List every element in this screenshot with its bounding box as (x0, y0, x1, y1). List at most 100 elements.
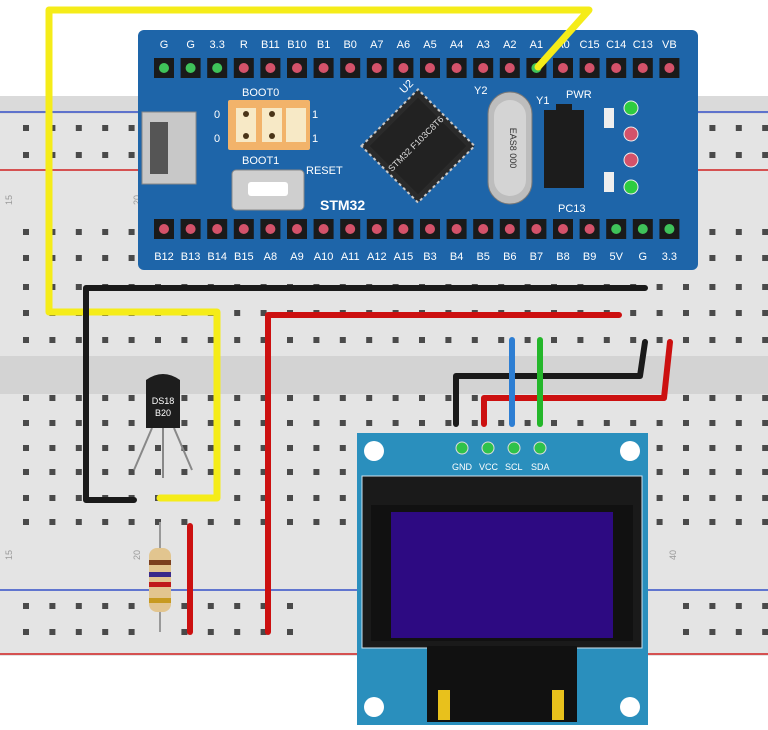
breadboard-hole (366, 420, 373, 426)
breadboard-hole (49, 469, 56, 475)
breadboard-hole (339, 395, 346, 401)
breadboard-hole (762, 229, 768, 235)
breadboard-hole (128, 629, 135, 635)
breadboard-hole (260, 420, 267, 426)
breadboard-hole (287, 469, 293, 475)
breadboard-hole (735, 152, 742, 158)
breadboard-hole (709, 125, 716, 131)
pc13-label: PC13 (558, 203, 586, 215)
breadboard-hole (709, 255, 716, 261)
breadboard-hole (709, 152, 716, 158)
pin-label: B0 (343, 39, 356, 51)
jumper-cap (262, 108, 282, 142)
breadboard-hole (102, 603, 109, 609)
breadboard-hole (128, 603, 135, 609)
breadboard-hole (735, 310, 742, 316)
header-pin (371, 63, 382, 73)
jumper-1-label: 1 (312, 133, 318, 145)
voltage-regulator (544, 110, 584, 188)
pin-label: A1 (530, 39, 543, 51)
breadboard-hole (75, 255, 82, 261)
pin-label: C14 (606, 39, 626, 51)
breadboard-hole (683, 420, 689, 426)
breadboard-hole (207, 420, 214, 426)
row-number: 15 (4, 195, 14, 205)
board-name: STM32 (320, 197, 365, 213)
wire-yellow-data (45, 6, 593, 502)
led-red (623, 126, 639, 142)
breadboard-hole (735, 395, 742, 401)
pin-label: 5V (609, 251, 623, 263)
pin-label: A3 (476, 39, 489, 51)
header-pin (185, 63, 196, 73)
breadboard-hole (524, 420, 531, 426)
breadboard-hole (683, 469, 689, 475)
breadboard-hole (709, 495, 716, 501)
breadboard-hole (762, 284, 768, 290)
breadboard-hole (683, 603, 689, 609)
breadboard-hole (234, 445, 241, 451)
breadboard-hole (656, 469, 663, 475)
breadboard-hole (75, 603, 82, 609)
breadboard-hole (207, 629, 214, 635)
header-pin (265, 224, 276, 234)
breadboard-hole (234, 395, 241, 401)
breadboard-hole (603, 337, 610, 343)
pin-label: B13 (181, 251, 201, 263)
pin-label: A7 (370, 39, 383, 51)
header-pin (318, 63, 329, 73)
breadboard-hole (260, 310, 267, 316)
breadboard-hole (234, 469, 241, 475)
breadboard-hole (207, 445, 214, 451)
breadboard-hole (23, 125, 29, 131)
oled-pin-sda: SDA (531, 462, 550, 472)
header-pin (159, 63, 169, 73)
breadboard-hole (762, 629, 768, 635)
pin-label: G (639, 251, 648, 263)
breadboard-hole (181, 469, 188, 475)
header-pin (664, 224, 675, 234)
breadboard-hole (762, 519, 768, 525)
mcu-chip: STM32 F103C8T6 (360, 88, 476, 204)
breadboard-hole (709, 420, 716, 426)
header-pin (558, 63, 568, 73)
breadboard-hole (102, 337, 109, 343)
breadboard-hole (75, 495, 82, 501)
breadboard-hole (128, 395, 135, 401)
breadboard-hole (287, 519, 293, 525)
breadboard-hole (75, 152, 82, 158)
breadboard-hole (49, 445, 56, 451)
breadboard-hole (683, 519, 689, 525)
breadboard-hole (709, 229, 716, 235)
usb-port (150, 122, 168, 174)
breadboard-hole (762, 445, 768, 451)
header-pin (425, 63, 435, 73)
breadboard-hole (287, 495, 293, 501)
breadboard-hole (207, 395, 214, 401)
breadboard-hole (656, 495, 663, 501)
breadboard-hole (445, 337, 452, 343)
breadboard-hole (181, 629, 188, 635)
breadboard-hole (181, 603, 188, 609)
breadboard-hole (709, 284, 716, 290)
breadboard-hole (471, 420, 478, 426)
oled-display-module: GND VCC SCL SDA (357, 433, 648, 725)
breadboard-hole (735, 125, 742, 131)
breadboard-hole (128, 125, 135, 131)
crystal-text: EAS8 000 (508, 128, 518, 169)
breadboard-hole (735, 255, 742, 261)
breadboard-hole (762, 420, 768, 426)
row-number: 20 (132, 550, 142, 560)
breadboard-hole (234, 420, 241, 426)
breadboard-hole (23, 519, 29, 525)
breadboard-hole (102, 469, 109, 475)
pin-label: B15 (234, 251, 254, 263)
breadboard-hole (762, 125, 768, 131)
pwr-led (604, 108, 614, 128)
pin-label: A8 (264, 251, 277, 263)
breadboard-hole (234, 310, 241, 316)
pin-label: G (160, 39, 169, 51)
pin-label: B14 (207, 251, 227, 263)
breadboard-hole (23, 395, 29, 401)
pin-label: B11 (261, 39, 280, 51)
